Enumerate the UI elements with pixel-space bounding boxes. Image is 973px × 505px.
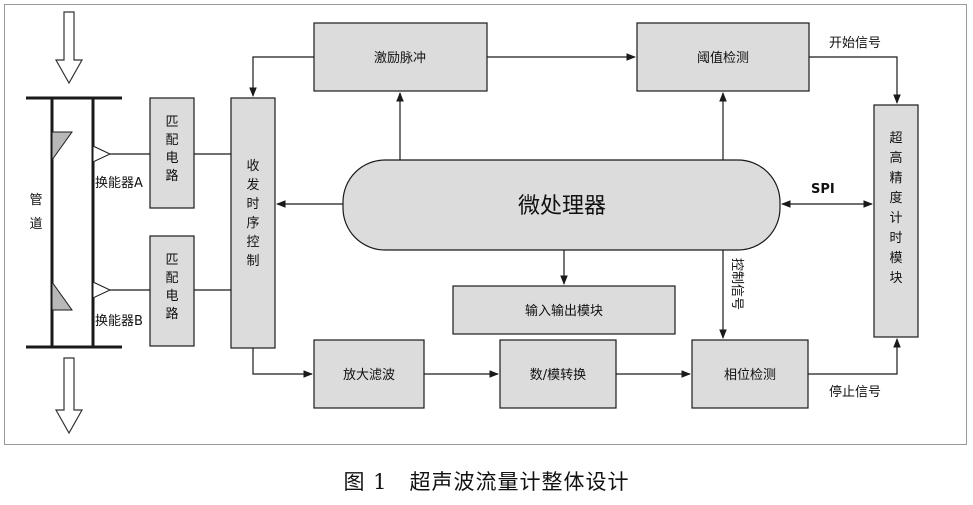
transducer-a-label: 换能器A (95, 176, 143, 191)
microprocessor-block (342, 159, 781, 251)
excitation-pulse-label: 激励脉冲 (374, 51, 426, 66)
transducer-b-label: 换能器B (95, 314, 143, 329)
matching-circuit-top-label: 匹配电路 (165, 115, 178, 184)
start-signal-label: 开始信号 (829, 36, 881, 51)
control-signal-label: 控制信号 (729, 258, 744, 310)
phase-detect-label: 相位检测 (724, 368, 776, 383)
dac-block (499, 339, 617, 409)
amp-filter-label: 放大滤波 (343, 368, 395, 383)
stop-signal-label: 停止信号 (829, 384, 881, 400)
diagram-frame (4, 4, 967, 445)
dac-label: 数/模转换 (530, 368, 586, 383)
excitation-pulse-block (313, 22, 488, 92)
amp-filter-block (313, 339, 425, 409)
matching-circuit-bottom-label: 匹配电路 (165, 253, 178, 322)
matching-circuit-bottom (149, 235, 195, 347)
connector-lines (249, 53, 901, 378)
high-precision-timer-label: 超高精度计时模块 (889, 131, 902, 286)
spi-label: SPI (811, 182, 835, 197)
io-module-block (452, 285, 676, 335)
threshold-detect-block (636, 22, 810, 92)
phase-detect-block (691, 339, 809, 409)
pipe-label: 管道 (29, 193, 42, 232)
tx-rx-timing-control (230, 97, 276, 349)
flow-out-arrow-icon (54, 357, 84, 435)
pipe (26, 96, 122, 349)
figure-caption: 图 1 超声波流量计整体设计 (343, 470, 630, 494)
threshold-detect-label: 阈值检测 (697, 50, 749, 66)
microprocessor-label: 微处理器 (518, 194, 606, 219)
io-module-label: 输入输出模块 (525, 303, 603, 319)
tx-rx-timing-control-label: 收发时序控制 (246, 159, 259, 269)
flow-in-arrow-icon (54, 11, 84, 85)
matching-circuit-top (149, 97, 195, 209)
high-precision-timer-block (873, 104, 919, 338)
